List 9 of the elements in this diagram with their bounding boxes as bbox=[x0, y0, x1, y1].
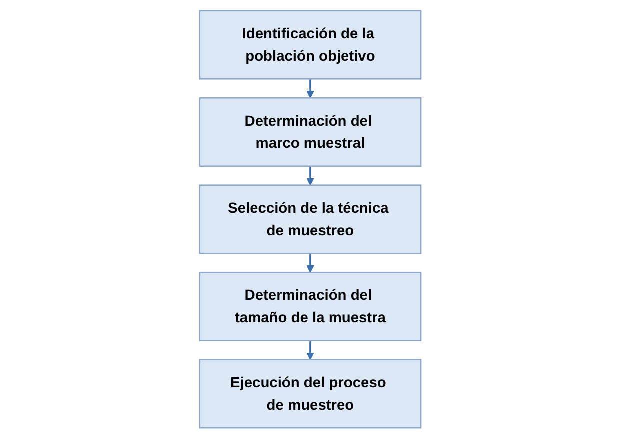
arrow bbox=[306, 340, 314, 360]
node-box: Selección de la técnica de muestreo bbox=[199, 184, 422, 254]
node-box: Determinación del tamaño de la muestra bbox=[199, 272, 422, 342]
node-box: Determinación del marco muestral bbox=[199, 98, 422, 168]
arrow bbox=[306, 254, 314, 273]
node-box: Identificación de la población objetivo bbox=[199, 10, 422, 80]
arrow bbox=[306, 79, 314, 98]
node-box: Ejecución del proceso de muestreo bbox=[199, 359, 422, 429]
arrow bbox=[306, 166, 314, 186]
